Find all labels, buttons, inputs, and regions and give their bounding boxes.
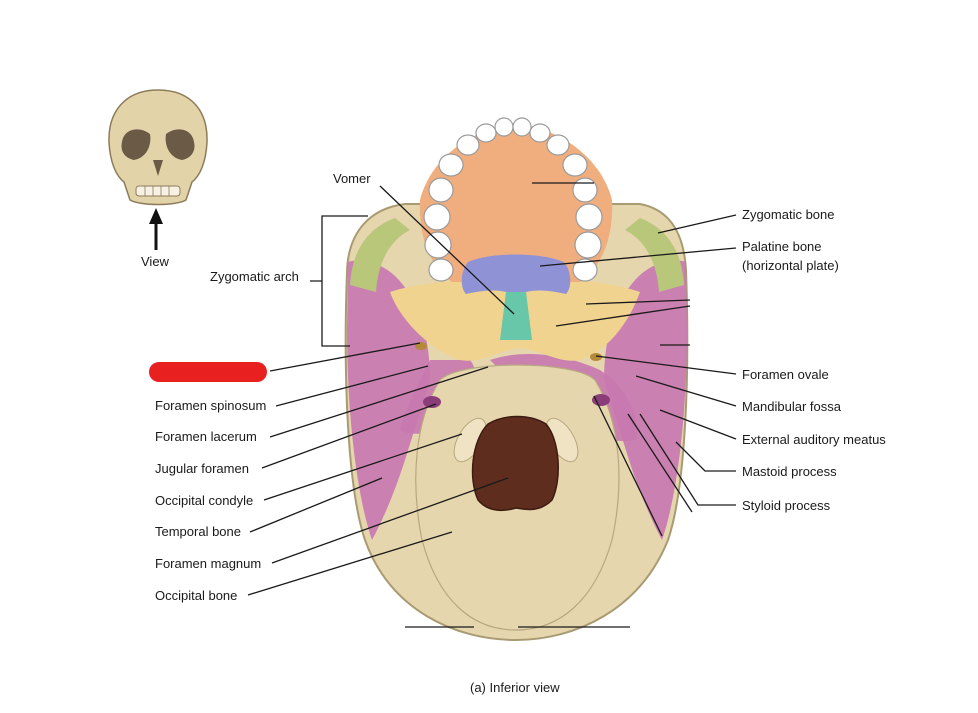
view-label: View [141, 254, 170, 269]
leader-lines [247, 182, 737, 628]
thumbnail-skull [108, 89, 208, 206]
skull-base [344, 117, 689, 642]
label-external-auditory-meatus: External auditory meatus [742, 432, 886, 447]
label-zygomatic-arch: Zygomatic arch [210, 269, 299, 284]
label-foramen-magnum: Foramen magnum [155, 556, 261, 571]
label-mandibular-fossa: Mandibular fossa [742, 399, 842, 414]
label-jugular-foramen: Jugular foramen [155, 461, 249, 476]
label-foramen-lacerum: Foramen lacerum [155, 429, 257, 444]
label-palatine-bone: Palatine bone [742, 239, 822, 254]
label-temporal-bone: Temporal bone [155, 524, 241, 539]
label-vomer: Vomer [333, 171, 371, 186]
label-foramen-spinosum: Foramen spinosum [155, 398, 266, 413]
label-palatine-bone-plate: (horizontal plate) [742, 258, 839, 273]
label-zygomatic-bone: Zygomatic bone [742, 207, 835, 222]
view-arrow-icon [149, 208, 163, 250]
label-styloid-process: Styloid process [742, 498, 831, 513]
zygomatic-arch-bracket [310, 215, 368, 347]
figure-caption: (a) Inferior view [470, 680, 560, 695]
label-foramen-ovale: Foramen ovale [742, 367, 829, 382]
redaction-mark [149, 362, 267, 382]
label-occipital-condyle: Occipital condyle [155, 493, 253, 508]
label-mastoid-process: Mastoid process [742, 464, 837, 479]
label-occipital-bone: Occipital bone [155, 588, 237, 603]
